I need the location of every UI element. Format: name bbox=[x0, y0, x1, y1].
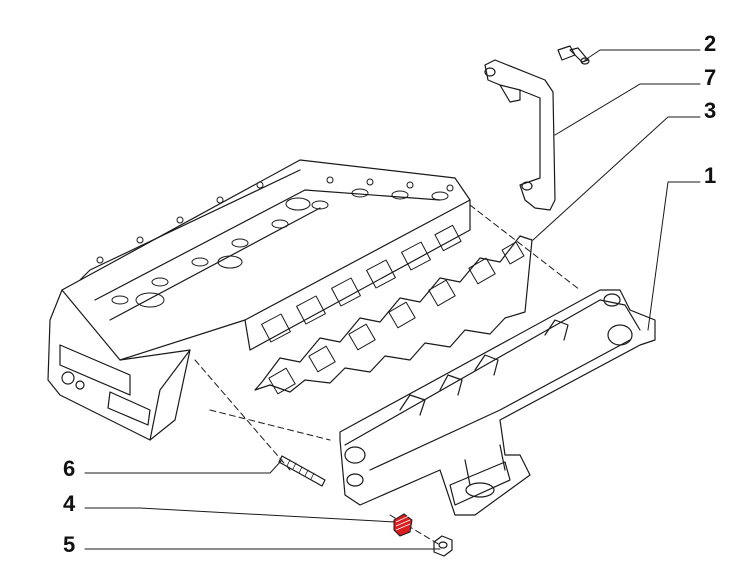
bolt-part bbox=[557, 45, 590, 65]
callout-5: 5 bbox=[63, 532, 76, 557]
callout-2: 2 bbox=[704, 31, 717, 56]
manifold-gasket bbox=[254, 235, 533, 395]
cylinder-head bbox=[47, 159, 471, 441]
exhaust-manifold bbox=[339, 289, 656, 516]
stud-part bbox=[278, 455, 326, 487]
callout-1: 1 bbox=[704, 163, 717, 188]
highlighted-insert bbox=[393, 513, 413, 537]
callout-6: 6 bbox=[63, 456, 76, 481]
leader-lines bbox=[84, 49, 701, 550]
callout-7: 7 bbox=[704, 65, 717, 90]
callout-4: 4 bbox=[63, 491, 76, 516]
nut-part bbox=[433, 535, 453, 557]
alignment-lines bbox=[194, 204, 581, 546]
callout-3: 3 bbox=[704, 98, 717, 123]
mounting-bracket bbox=[484, 59, 556, 211]
